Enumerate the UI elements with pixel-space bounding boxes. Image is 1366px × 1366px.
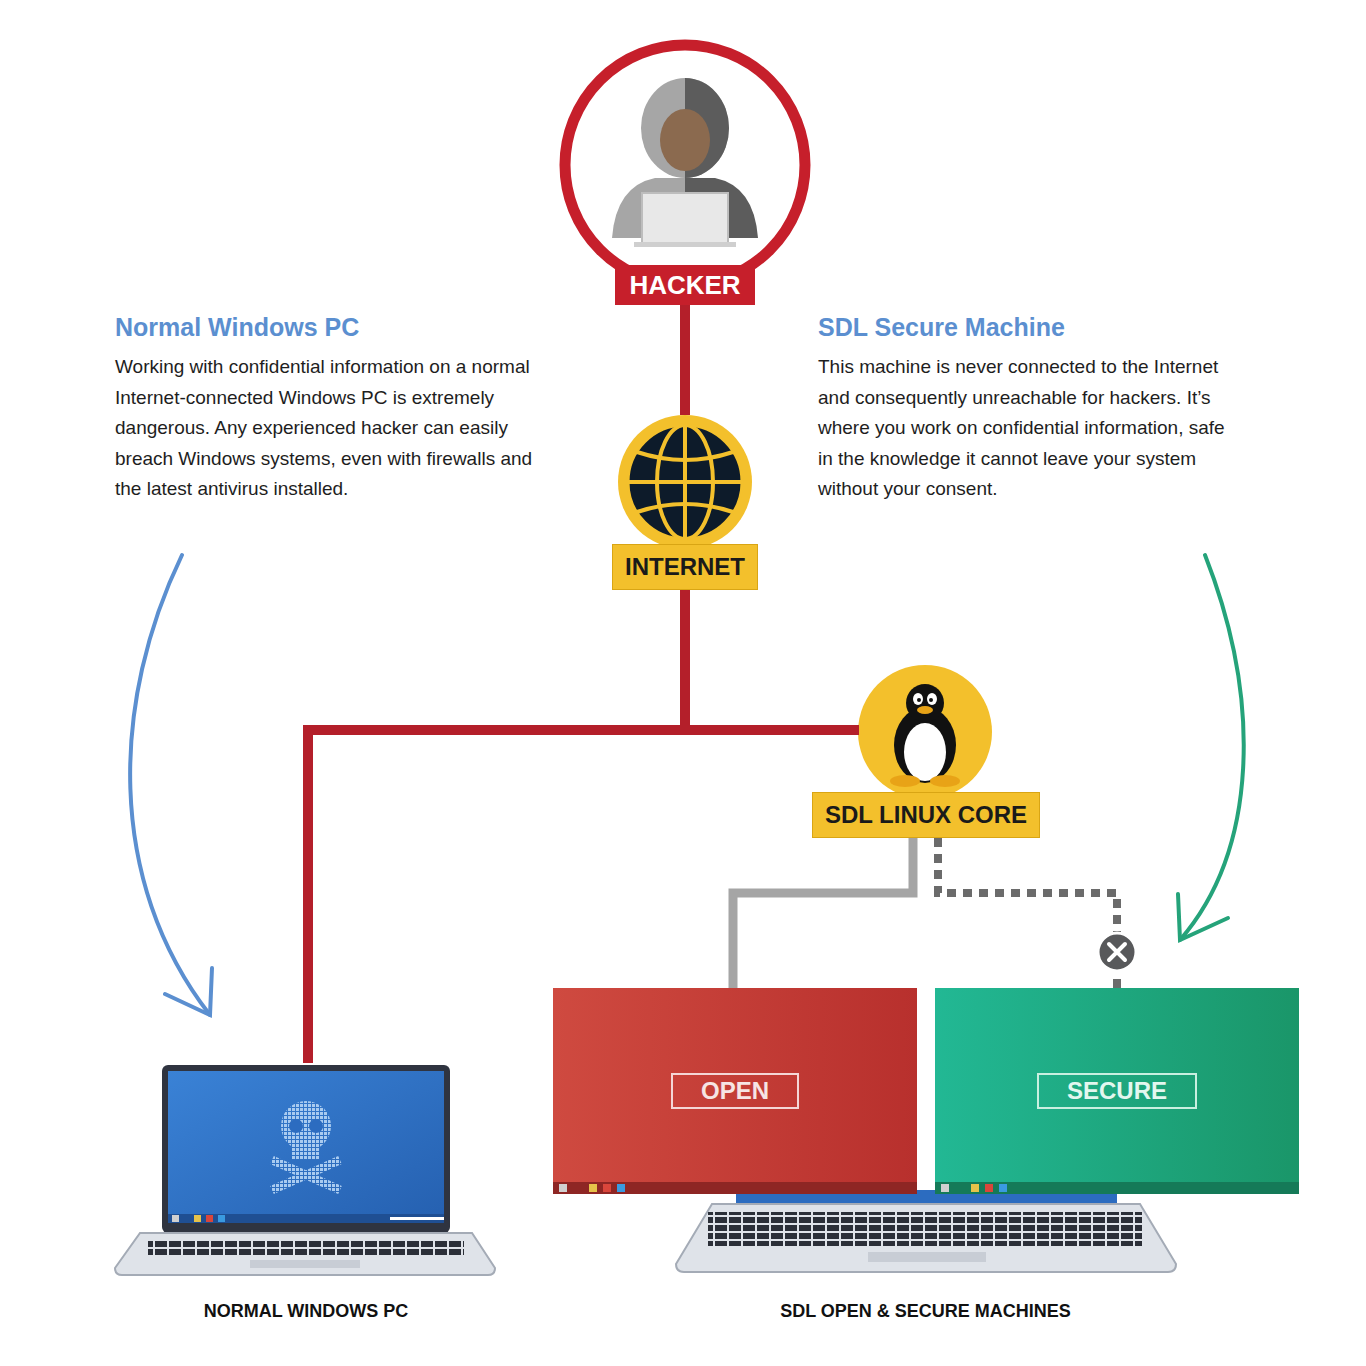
hacker-figure [565, 45, 805, 285]
tux-icon [906, 684, 944, 722]
caption: NORMAL WINDOWS PC [204, 1301, 409, 1328]
taskbar [935, 1182, 1299, 1194]
node-label: HACKER [615, 265, 754, 305]
open-link [733, 838, 913, 988]
windows-laptop [115, 1233, 495, 1275]
windows-laptop [250, 1260, 360, 1268]
taskbar-icon [985, 1184, 993, 1192]
globe-icon [618, 415, 752, 549]
windows-laptop [148, 1240, 464, 1257]
tux-icon [917, 706, 933, 714]
node-label: INTERNET [612, 544, 758, 590]
secure-screen: SECURE [935, 988, 1299, 1194]
pointer-arrow [130, 555, 1244, 1015]
section-heading: SDL Secure Machine [818, 312, 1288, 342]
globe-icon [628, 425, 742, 539]
caption: SDL OPEN & SECURE MACHINES [780, 1301, 1071, 1328]
tux-icon [890, 775, 920, 787]
blocked-link [938, 838, 1117, 988]
tux-icon [858, 665, 992, 799]
hacker-figure [565, 45, 805, 285]
windows-laptop [309, 1119, 323, 1133]
network-link [685, 590, 859, 730]
globe-icon [628, 480, 742, 484]
blocked-mark [1098, 933, 1136, 971]
globe-icon [637, 452, 733, 512]
taskbar-icon [603, 1184, 611, 1192]
windows-laptop [289, 1119, 303, 1133]
taskbar [935, 1182, 1299, 1194]
sdl-laptop [708, 1212, 1142, 1246]
tux-icon [913, 693, 923, 705]
windows-laptop [206, 1215, 213, 1222]
windows-laptop [292, 1142, 320, 1160]
windows-laptop [162, 1065, 450, 1233]
linux-core-node: SDL LINUX CORE [808, 665, 1045, 838]
windows-laptop [168, 1214, 444, 1223]
windows-laptop [218, 1215, 225, 1222]
sdl-laptop [868, 1252, 986, 1262]
section-heading: Normal Windows PC [115, 312, 585, 342]
sdl-machines-node: SDL OPEN & SECURE MACHINES OPEN SECURE [553, 988, 1298, 1328]
network-link [680, 305, 690, 415]
tux-icon [858, 665, 992, 799]
pointer-arrow [1180, 555, 1244, 940]
tux-icon [930, 775, 960, 787]
windows-laptop [272, 1160, 340, 1190]
blocked-mark [1109, 944, 1125, 960]
blocked-mark [1098, 933, 1136, 971]
taskbar-icon [589, 1184, 597, 1192]
taskbar-icon [617, 1184, 625, 1192]
taskbar [553, 1182, 917, 1194]
open-screen: OPEN [553, 988, 917, 1194]
pointer-arrow [1178, 894, 1228, 940]
globe-icon [618, 415, 752, 549]
windows-laptop [172, 1215, 179, 1222]
hacker-figure [660, 109, 710, 171]
screen-label: OPEN [671, 1073, 799, 1109]
node-label: SDL LINUX CORE [812, 792, 1040, 838]
taskbar [553, 1182, 917, 1194]
hacker-figure [641, 78, 729, 178]
tux-icon [929, 698, 933, 702]
hacker-figure [642, 193, 728, 243]
sdl-laptop [676, 1190, 1176, 1272]
hacker-figure [634, 242, 736, 247]
tux-icon [904, 723, 946, 781]
windows-laptop [115, 1065, 495, 1275]
tux-icon [917, 698, 921, 702]
tux-icon [927, 693, 937, 705]
section-text: This machine is never connected to the I… [818, 352, 1238, 505]
sdl-laptop [676, 1204, 1176, 1272]
hacker-node: HACKER [560, 40, 810, 305]
pointer-arrow [165, 968, 212, 1015]
windows-laptop [168, 1071, 444, 1223]
taskbar-icon [999, 1184, 1007, 1192]
taskbar-icon [941, 1184, 949, 1192]
taskbar-icon [559, 1184, 567, 1192]
windows-pc-node: NORMAL WINDOWS PC [110, 1063, 502, 1328]
taskbar-icon [971, 1184, 979, 1192]
pointer-arrow [130, 555, 210, 1015]
internet-node: INTERNET [608, 415, 762, 590]
windows-laptop [194, 1215, 201, 1222]
screen-label: SECURE [1037, 1073, 1197, 1109]
windows-laptop [390, 1217, 444, 1220]
section-text: Working with confidential information on… [115, 352, 560, 505]
